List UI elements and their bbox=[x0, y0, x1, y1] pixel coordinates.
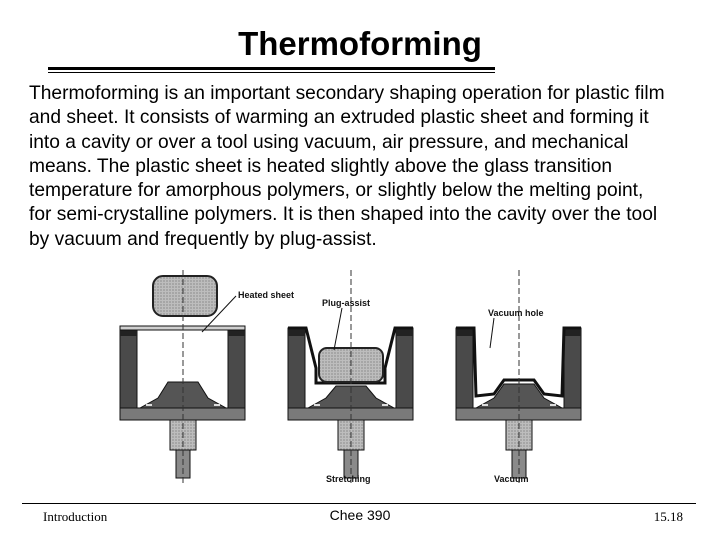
thermoforming-diagram: Heated sheet Plug-assist Stretching bbox=[119, 270, 582, 486]
label-stretching: Stretching bbox=[326, 474, 371, 484]
title-underline-thin bbox=[48, 72, 495, 73]
title-underline bbox=[48, 67, 495, 70]
footer-section: Introduction bbox=[43, 509, 108, 524]
label-vacuum-hole: Vacuum hole bbox=[488, 308, 544, 318]
body-paragraph: Thermoforming is an important secondary … bbox=[29, 83, 665, 250]
footer-divider bbox=[22, 503, 696, 504]
stage-heating: Heated sheet bbox=[119, 270, 294, 486]
label-plug-assist: Plug-assist bbox=[322, 298, 370, 308]
label-heated-sheet: Heated sheet bbox=[238, 290, 294, 300]
stage-vacuum: Vacuum hole Vacuum bbox=[455, 270, 582, 486]
label-vacuum: Vacuum bbox=[494, 474, 529, 484]
footer-slide-number: 15.18 bbox=[653, 509, 683, 524]
footer-course: Chee 390 bbox=[329, 507, 391, 523]
slide-title: Thermoforming bbox=[238, 25, 482, 62]
stage-stretching: Plug-assist Stretching bbox=[287, 270, 414, 486]
